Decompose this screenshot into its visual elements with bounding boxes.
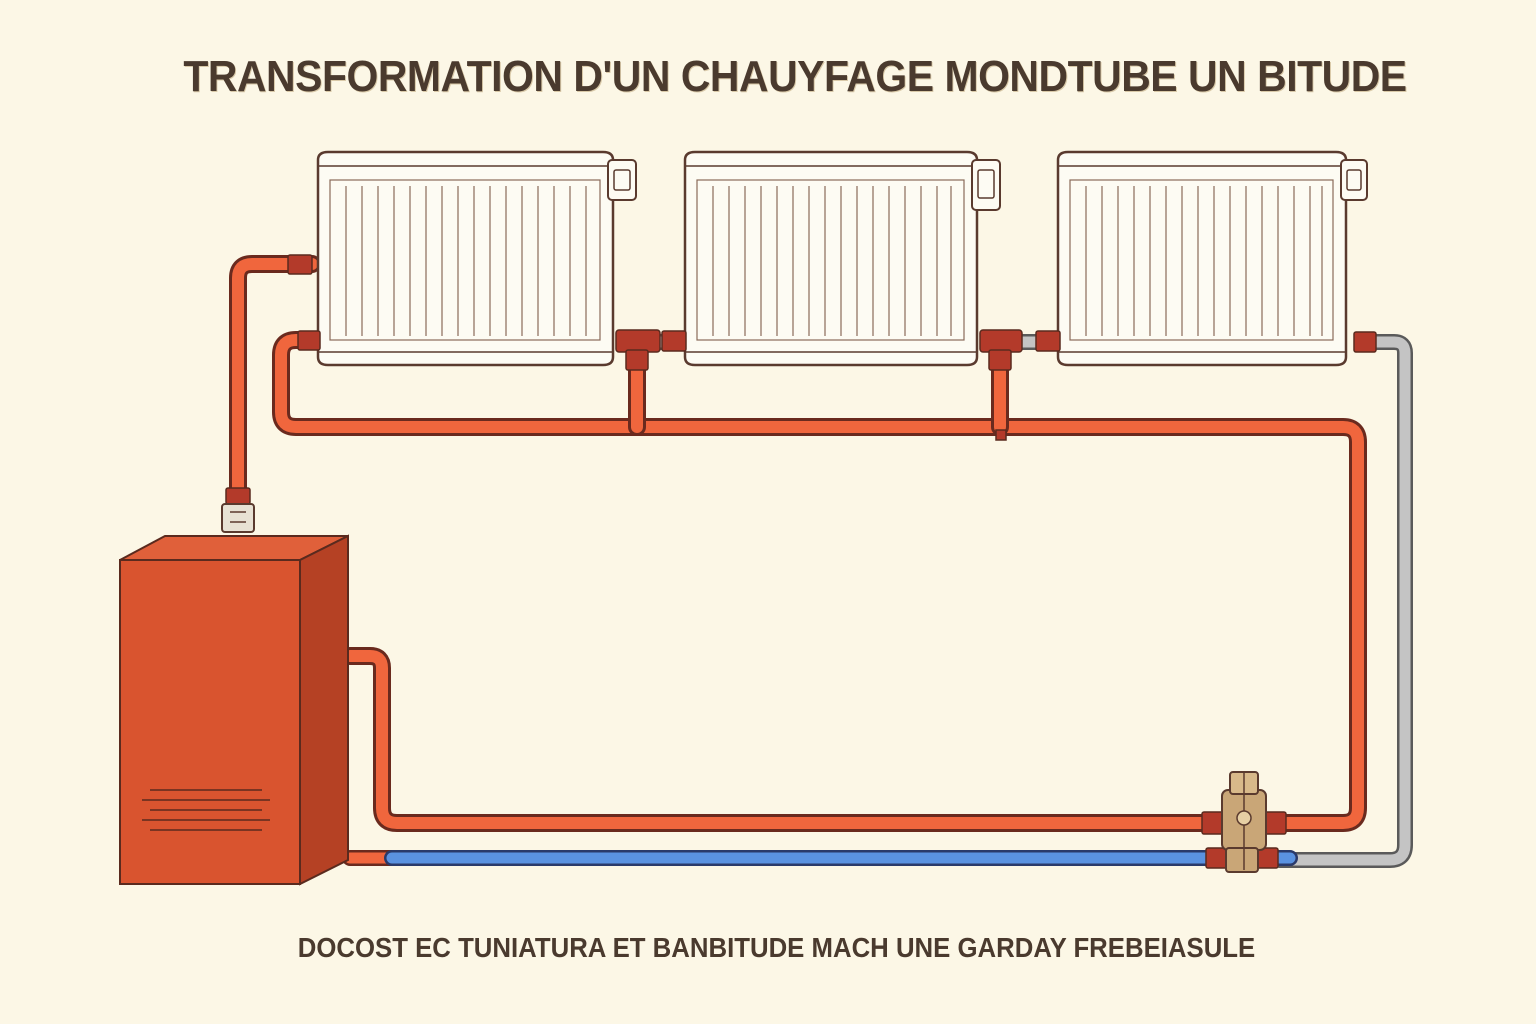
radiator-1	[316, 150, 637, 367]
fitting-rad2-inlet	[661, 330, 687, 352]
boiler	[119, 487, 349, 886]
diagram-caption: DOCOST EC TUNIATURA ET BANBITUDE MACH UN…	[297, 932, 1256, 963]
fitting-tee-1	[615, 329, 661, 353]
fitting-rad3-outlet	[1353, 331, 1377, 353]
fitting-rad1-inlet-top	[287, 254, 313, 275]
radiator-icon	[683, 150, 1001, 367]
pipe-fittings	[287, 254, 1377, 441]
mixing-valve-icon	[1201, 771, 1287, 873]
fitting-rad1-inlet-bottom	[297, 330, 321, 351]
diagram-title: TRANSFORMATION D'UN CHAUYFAGE MONDTUBE U…	[183, 52, 1407, 101]
fitting-tee-2-drop	[988, 349, 1012, 371]
radiator-2	[683, 150, 1001, 367]
fitting-rad3-inlet	[1035, 330, 1061, 352]
boiler-icon	[119, 487, 349, 886]
hot-supply-riser	[229, 255, 321, 509]
hot-distribution-loop	[272, 331, 1367, 832]
radiator-3	[1056, 150, 1368, 367]
radiator-icon	[316, 150, 637, 367]
fitting-tee-2	[979, 329, 1023, 353]
hot-boiler-outlet	[341, 647, 1219, 832]
mixing-valve	[1201, 771, 1287, 873]
fitting-tee-1-drop	[625, 349, 649, 371]
fitting-loop-tee	[995, 429, 1007, 441]
radiator-icon	[1056, 150, 1368, 367]
grey-return-pipe	[1272, 334, 1413, 868]
